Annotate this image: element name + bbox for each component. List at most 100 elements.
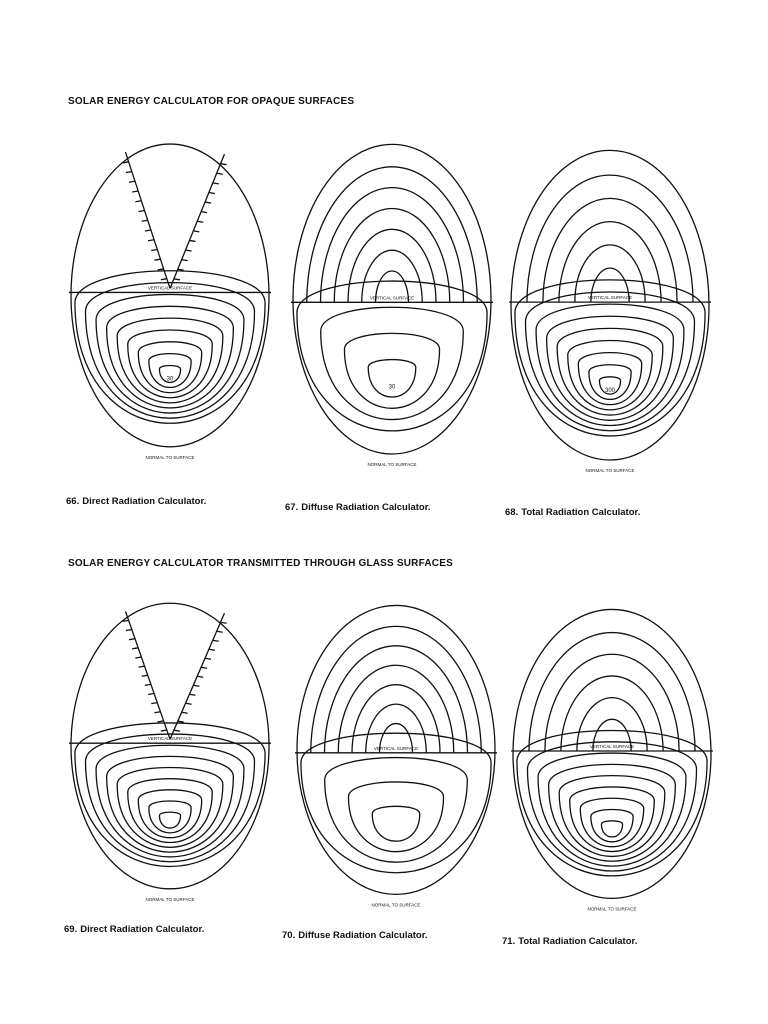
figure-66-direct-radiation: 30 VERTICAL SURFACE NORMAL TO SURFACE [68, 130, 272, 482]
scale-tick [160, 729, 167, 732]
scale-tick [141, 674, 148, 677]
scale-tick [132, 647, 139, 650]
scale-tick [173, 278, 180, 281]
scale-tick [181, 711, 188, 714]
scale-tick [144, 683, 152, 687]
upper-contour [374, 270, 410, 303]
scale-tick [141, 219, 148, 222]
normal-to-surface-label: NORMAL TO SURFACE [586, 468, 635, 473]
scale-tick [122, 161, 129, 164]
lower-contour [347, 781, 445, 853]
scale-tick [216, 172, 223, 175]
lower-contour [367, 359, 417, 398]
caption-69: 69.Direct Radiation Calculator. [64, 924, 205, 935]
caption-66: 66.Direct Radiation Calculator. [66, 496, 207, 507]
vertical-surface-label: VERTICAL SURFACE [370, 295, 414, 300]
figure-71-total-radiation: VERTICAL SURFACE NORMAL TO SURFACE [510, 596, 714, 932]
center-value: 300 [605, 388, 616, 394]
outer-ellipse [70, 602, 270, 890]
normal-to-surface-label: NORMAL TO SURFACE [368, 462, 417, 467]
scale-tick [197, 220, 204, 223]
lower-contour [558, 775, 666, 857]
outer-ellipse [292, 143, 492, 455]
scale-tick [154, 258, 161, 261]
lower-contour [524, 291, 696, 432]
upper-contour [347, 228, 437, 303]
normal-to-surface-label: NORMAL TO SURFACE [588, 906, 637, 911]
upper-contour [526, 174, 694, 303]
lower-contour [579, 797, 645, 848]
upper-contour [544, 653, 680, 752]
outer-ellipse [70, 143, 270, 448]
upper-contour [558, 221, 662, 303]
lower-contour [137, 341, 203, 394]
lower-contour [600, 820, 624, 838]
scale-tick [189, 239, 196, 243]
upper-contour [542, 197, 678, 303]
scale-tick [193, 230, 200, 233]
upper-contour [574, 244, 646, 303]
upper-contour [337, 664, 455, 753]
lower-contour [127, 778, 213, 843]
upper-contour [560, 675, 664, 752]
scale-tick [220, 163, 227, 166]
upper-contour [319, 187, 465, 303]
calculator-diagram: 30 VERTICAL SURFACE NORMAL TO SURFACE [69, 143, 271, 460]
scale-tick [181, 258, 188, 262]
lower-contour [127, 329, 213, 399]
lower-contour [545, 315, 675, 421]
upper-contour [590, 267, 630, 303]
scale-tick [177, 720, 184, 723]
normal-to-surface-label: NORMAL TO SURFACE [146, 897, 195, 902]
caption-71: 71.Total Radiation Calculator. [502, 936, 638, 947]
scale-tick [193, 684, 200, 687]
lower-contour [590, 808, 634, 843]
upper-contour [592, 718, 632, 752]
vertical-surface-label: VERTICAL SURFACE [148, 736, 192, 741]
scale-tick [125, 628, 132, 632]
scale-tick [151, 248, 158, 252]
scale-tick [189, 693, 196, 696]
upper-contour [306, 166, 478, 303]
scale-tick [122, 619, 129, 623]
scale-tick [160, 278, 167, 281]
scale-tick [201, 666, 208, 669]
normal-to-surface-label: NORMAL TO SURFACE [146, 455, 195, 460]
vertical-surface-label: VERTICAL SURFACE [148, 285, 192, 290]
scale-tick [132, 190, 139, 193]
upper-contour [333, 207, 451, 303]
scale-tick [135, 656, 142, 659]
outer-ellipse [510, 149, 710, 461]
scale-tick [185, 249, 192, 252]
scale-tick [204, 657, 212, 660]
upper-contour [576, 696, 648, 752]
vertical-surface-label: VERTICAL SURFACE [590, 744, 634, 749]
scale-tick [212, 639, 219, 642]
section-title-opaque: SOLAR ENERGY CALCULATOR FOR OPAQUE SURFA… [68, 96, 355, 107]
calculator-diagram: VERTICAL SURFACE NORMAL TO SURFACE [69, 602, 271, 902]
lower-contour [105, 755, 235, 853]
lower-contour [95, 293, 245, 414]
lower-contour [137, 789, 203, 839]
upper-contour [528, 632, 696, 752]
lower-contour [577, 351, 643, 406]
scale-tick [185, 702, 192, 705]
lower-contour [598, 376, 622, 395]
scale-tick [154, 711, 161, 714]
center-value: 30 [167, 376, 174, 382]
left-scale-line [124, 611, 171, 740]
section-title-glass: SOLAR ENERGY CALCULATOR TRANSMITTED THRO… [68, 558, 453, 569]
lower-contour [537, 752, 687, 867]
lower-contour [148, 352, 192, 388]
scale-tick [220, 621, 227, 624]
figure-69-direct-radiation: VERTICAL SURFACE NORMAL TO SURFACE [68, 590, 272, 922]
lower-contour [116, 317, 224, 404]
lower-contour [74, 722, 266, 867]
scale-tick [177, 268, 184, 271]
scale-tick [157, 268, 164, 271]
scale-tick [208, 648, 215, 651]
scale-tick [125, 170, 132, 174]
